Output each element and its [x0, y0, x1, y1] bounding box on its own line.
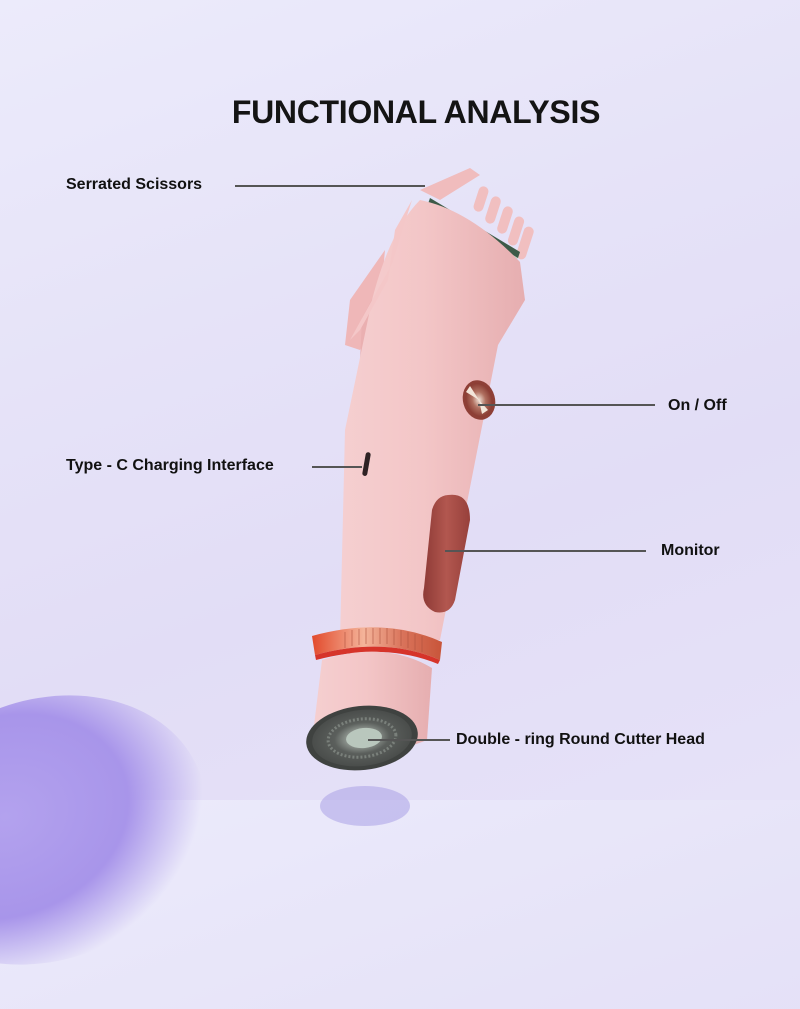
- copper-ring: [312, 627, 442, 664]
- trimmer-device-illustration: [306, 168, 534, 771]
- callout-label-cutter-head: Double - ring Round Cutter Head: [456, 731, 705, 748]
- callout-line-monitor: [445, 550, 646, 552]
- type-c-port: [362, 452, 371, 476]
- callout-label-monitor: Monitor: [661, 542, 720, 559]
- callout-line-on-off: [478, 404, 655, 406]
- callout-line-type-c: [312, 466, 362, 468]
- product-infographic: FUNCTIONAL ANALYSIS Serrated Scissors On…: [0, 94, 727, 1009]
- monitor-window: [423, 494, 470, 613]
- callout-label-type-c: Type - C Charging Interface: [66, 457, 274, 474]
- callout-label-serrated-scissors: Serrated Scissors: [66, 176, 203, 193]
- callout-line-serrated-scissors: [235, 185, 425, 187]
- device-body: [340, 200, 525, 640]
- page-title: FUNCTIONAL ANALYSIS: [231, 94, 601, 130]
- round-cutter-head: [306, 705, 418, 771]
- callout-label-on-off: On / Off: [668, 397, 727, 414]
- power-button: [462, 380, 496, 420]
- callout-line-cutter-head: [368, 739, 450, 741]
